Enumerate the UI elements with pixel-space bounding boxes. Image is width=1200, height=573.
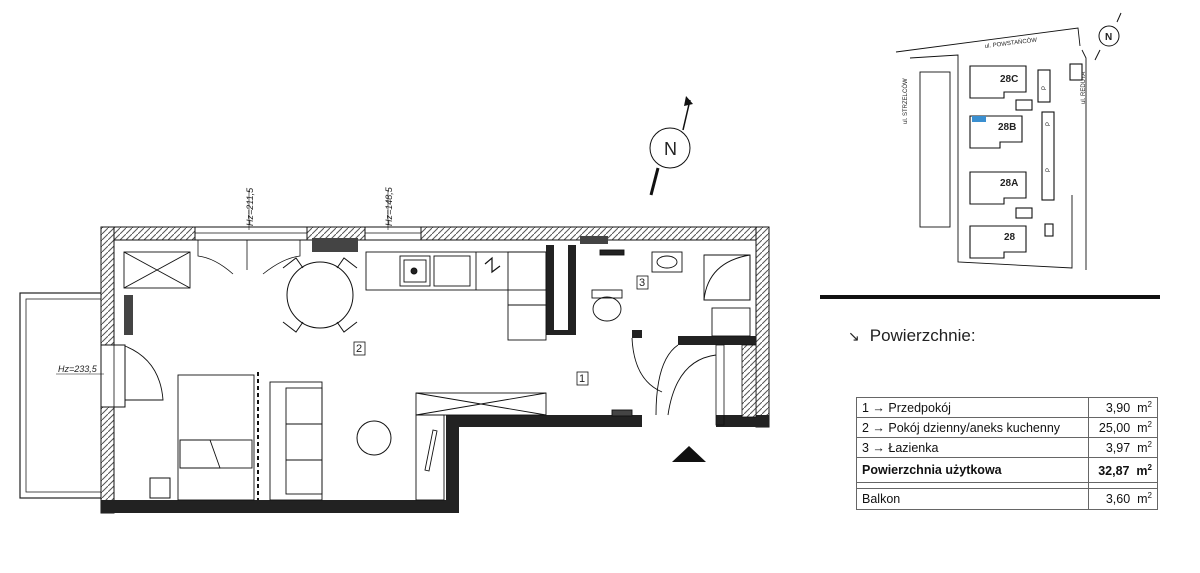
- coffee-table: [149, 420, 392, 499]
- kitchen-counter: [365, 251, 547, 341]
- parking-label: P: [1046, 168, 1052, 172]
- room-label: 2 → Pokój dzienny/aneks kuchenny: [856, 417, 1089, 439]
- sofa: [269, 381, 323, 501]
- dining-table: [282, 257, 358, 333]
- building-label: 28C: [1000, 74, 1018, 85]
- compass-icon: N: [649, 96, 693, 196]
- site-plan: N ul. POWSTAŃCÓW ul. STRZELCÓW ul. REDUT…: [895, 12, 1122, 270]
- table-row: 3 → Łazienka 3,97 m2: [856, 437, 1158, 459]
- room-numbers: 1 2 3: [353, 275, 649, 386]
- areas-table: 1 → Przedpokój 3,90 m2 2 → Pokój dzienny…: [856, 396, 1158, 510]
- apartment-highlight: [972, 116, 986, 122]
- compass-north-label: N: [664, 139, 677, 159]
- site-compass-icon: N: [1094, 12, 1122, 61]
- interior-doors: [611, 337, 717, 417]
- room-area: 3,90 m2: [1088, 396, 1158, 419]
- table-row: 1 → Przedpokój 3,90 m2: [856, 396, 1158, 419]
- section-divider: [820, 295, 1160, 299]
- wardrobe: [123, 251, 191, 289]
- exterior-walls: [100, 226, 770, 514]
- dimension-labels: Hz=211,5 Hz=148,5 Hz=233,5: [56, 186, 394, 375]
- areas-heading: ↘ Powierzchnie:: [848, 326, 976, 346]
- balcony-door: [100, 344, 164, 408]
- room-number: 3: [639, 277, 645, 289]
- building-label: 28B: [998, 122, 1016, 133]
- parking-label: P: [1042, 86, 1048, 90]
- table-row-total: Powierzchnia użytkowa 32,87 m2: [856, 457, 1158, 484]
- dimension-label: Hz=211,5: [245, 187, 255, 226]
- room-label: 3 → Łazienka: [856, 437, 1089, 459]
- top-door-swings: [197, 240, 301, 275]
- room-number: 2: [356, 343, 362, 355]
- room-area: 25,00 m2: [1088, 417, 1158, 439]
- site-compass-label: N: [1105, 32, 1112, 43]
- building-label: 28A: [1000, 178, 1018, 189]
- street-label: ul. STRZELCÓW: [902, 78, 909, 124]
- room-label: 1 → Przedpokój: [856, 396, 1089, 419]
- top-windows: [124, 226, 608, 335]
- dimension-label: Hz=233,5: [58, 364, 98, 374]
- room-number: 1: [579, 373, 585, 385]
- table-row-balcony: Balkon 3,60 m2: [856, 488, 1158, 510]
- street-label: ul. REDUTA: [1081, 72, 1087, 104]
- total-area: 32,87 m2: [1088, 457, 1158, 484]
- balcony-label: Balkon: [856, 488, 1089, 510]
- total-label: Powierzchnia użytkowa: [856, 457, 1089, 484]
- table-row: 2 → Pokój dzienny/aneks kuchenny 25,00 m…: [856, 417, 1158, 439]
- parking-label: P: [1046, 122, 1052, 126]
- balcony-area: 3,60 m2: [1088, 488, 1158, 510]
- dimension-label: Hz=148,5: [384, 186, 394, 226]
- hallway-cabinet: [415, 392, 547, 501]
- bed: [177, 372, 259, 501]
- arrow-down-right-icon: ↘: [848, 328, 860, 344]
- balcony: [19, 292, 103, 499]
- areas-title: Powierzchnie:: [869, 326, 976, 345]
- room-area: 3,97 m2: [1088, 437, 1158, 459]
- building-label: 28: [1004, 232, 1016, 243]
- bathroom-fixtures: [591, 249, 751, 337]
- street-label: ul. POWSTAŃCÓW: [984, 37, 1037, 50]
- entrance-marker: [672, 446, 706, 462]
- interior-walls: [546, 245, 757, 426]
